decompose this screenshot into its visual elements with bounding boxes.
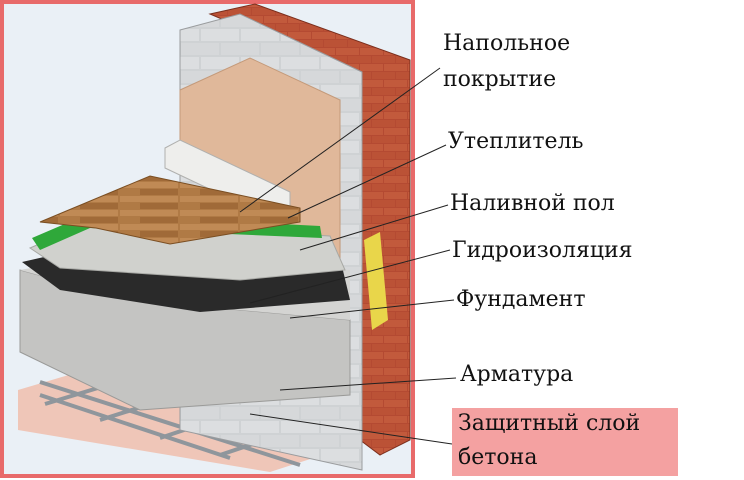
leader-floor-covering [239, 67, 441, 213]
label-rebar: Арматура [460, 362, 574, 387]
label-floor-covering-line1: Напольное [443, 31, 571, 56]
leader-foundation [289, 299, 455, 319]
label-concrete-cover: Защитный слой бетона [452, 408, 678, 476]
label-floor-covering-line2: покрытие [443, 67, 557, 92]
label-waterproofing: Гидроизоляция [452, 238, 633, 263]
label-concrete-cover-line1: Защитный слой [458, 411, 641, 436]
label-foundation: Фундамент [456, 287, 586, 312]
label-insulation: Утеплитель [448, 129, 584, 154]
label-concrete-cover-line2: бетона [458, 445, 538, 470]
label-self-leveling-floor: Наливной пол [450, 191, 615, 216]
leader-lines [239, 67, 457, 445]
wood-flooring [39, 175, 301, 245]
leader-self-leveling [299, 204, 449, 251]
leader-rebar [279, 377, 457, 391]
leader-concrete-cover [249, 413, 453, 445]
leader-insulation [287, 144, 447, 219]
wall-insulation [364, 232, 388, 330]
leader-waterproofing [249, 249, 451, 304]
